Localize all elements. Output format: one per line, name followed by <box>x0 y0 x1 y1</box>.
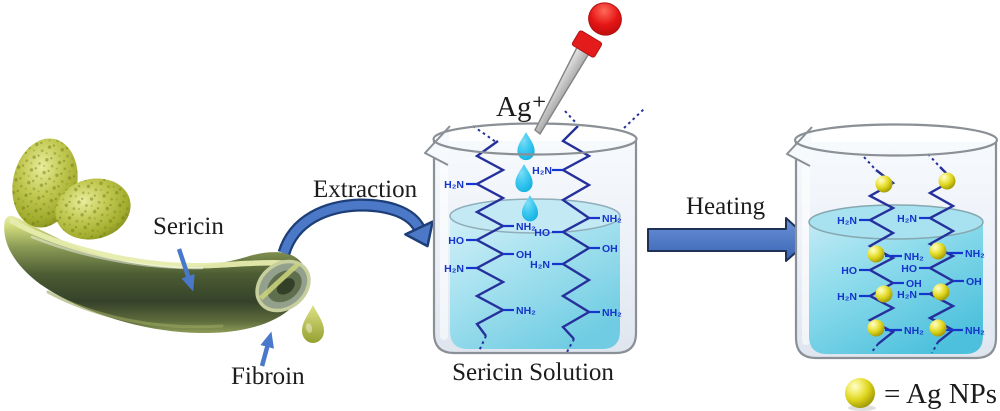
chain-dash-bottom <box>870 343 879 354</box>
heating-label: Heating <box>686 193 766 220</box>
fiber-gloss-streak <box>30 235 204 270</box>
amine-group-label: NH₂ <box>602 307 622 319</box>
chain-dash-top <box>472 125 497 143</box>
hydroxyl-group-label: OH <box>516 249 532 261</box>
beaker1-caption: Sericin Solution <box>452 359 614 386</box>
amine-group-label: NH₂ <box>965 325 985 337</box>
beaker2-glass-highlight <box>802 165 810 345</box>
chain-dash-bottom <box>478 335 487 352</box>
amine-group-label: NH₂ <box>516 305 536 317</box>
hydroxyl-group-label: HO <box>448 235 464 247</box>
extraction-step: Extraction <box>277 176 434 256</box>
ag-np-sphere <box>938 172 956 190</box>
amine-group-label: H₂N <box>897 213 917 225</box>
fiber-bottom-sheen <box>46 290 224 329</box>
heating-arrow <box>647 217 811 262</box>
ag-np-sphere <box>875 285 893 303</box>
sericin-label: Sericin <box>153 213 224 240</box>
silver-droplet-1 <box>517 132 535 161</box>
fibroin-label: Fibroin <box>231 363 305 390</box>
cocoon-2-texture <box>55 178 131 240</box>
hydroxyl-group-label: HO <box>901 263 917 275</box>
beaker2-rim <box>793 123 999 157</box>
amine-group-label: NH₂ <box>965 248 985 260</box>
chain-continuation-dots <box>623 108 645 129</box>
extraction-label: Extraction <box>313 176 418 203</box>
amine-group-label: H₂N <box>444 179 464 191</box>
legend-ag-np-sphere <box>845 378 875 408</box>
hydroxyl-group-label: OH <box>602 243 618 255</box>
chain-zigzag <box>867 169 896 345</box>
amine-group-label: H₂N <box>837 291 857 303</box>
beaker2-spout <box>786 126 813 167</box>
fibroin-arrow <box>259 331 274 367</box>
amine-group-label: H₂N <box>530 259 550 271</box>
dropper: Ag⁺ <box>496 2 622 135</box>
ag-np-sphere <box>929 242 947 260</box>
hydroxyl-group-label: HO <box>841 265 857 277</box>
sericin-arrow <box>176 248 195 292</box>
chain-dash-top <box>564 110 578 125</box>
polymer-chain-right: H₂N NH₂ HO OH H₂N NH₂ <box>530 110 622 353</box>
chain-dash-bottom <box>931 341 939 354</box>
dropper-collar <box>571 30 603 58</box>
polymer-chain-right: H₂N NH₂ HO OH H₂N NH₂ <box>897 153 985 354</box>
ag-np-sphere <box>929 319 947 337</box>
ag-np-sphere <box>875 175 893 193</box>
amine-group-label: H₂N <box>444 263 464 275</box>
hydroxyl-group-label: OH <box>966 276 982 288</box>
ag-np-sphere <box>867 245 885 263</box>
amine-group-label: H₂N <box>897 289 917 301</box>
polymer-chain-left: H₂N NH₂ HO OH H₂N NH₂ <box>837 156 924 354</box>
fiber-cross-section-stripe <box>259 262 300 301</box>
dropper-bulb <box>588 2 622 36</box>
chain-dash-top <box>927 153 940 167</box>
silk-fiber-illustration: Sericin Fibroin <box>4 138 324 390</box>
amine-group-label: H₂N <box>837 215 857 227</box>
ag-np-sphere <box>867 319 885 337</box>
chain-dash-bottom <box>566 338 575 353</box>
silk-drop <box>302 305 324 343</box>
beaker1-rim <box>432 122 638 156</box>
beaker-ag-nanoparticles: H₂N NH₂ HO OH H₂N NH₂ H₂N NH₂ HO OH <box>786 123 999 360</box>
beaker2-glass-wall <box>794 142 998 360</box>
amine-group-label: NH₂ <box>904 251 924 263</box>
silk-drop-highlight <box>305 323 313 333</box>
beaker2-solution <box>809 222 983 354</box>
extraction-arrowhead <box>404 220 434 248</box>
sericin-coating-highlight <box>9 218 287 269</box>
chain-zigzag <box>927 166 956 343</box>
polymer-chain-left: H₂N NH₂ HO OH H₂N NH₂ <box>444 125 536 352</box>
silk-fiber-body <box>4 215 307 334</box>
beaker2-solution-surface <box>808 204 984 240</box>
beaker1-glass-highlight <box>440 162 448 340</box>
extraction-arrow <box>277 198 434 256</box>
amine-group-label: NH₂ <box>602 213 622 225</box>
fiber-cross-section <box>255 259 311 313</box>
hydroxyl-group-label: HO <box>534 227 550 239</box>
hydroxyl-group-label: OH <box>906 278 922 290</box>
chain-dash-top <box>863 156 876 170</box>
legend-label: = Ag NPs <box>884 378 997 410</box>
heating-step: Heating <box>647 193 811 262</box>
beaker1-spout <box>424 125 451 166</box>
amine-group-label: H₂N <box>532 165 552 177</box>
silver-ion-label: Ag⁺ <box>496 91 547 123</box>
amine-group-label: NH₂ <box>516 221 536 233</box>
amine-group-label: NH₂ <box>904 325 924 337</box>
legend-ag-nps: = Ag NPs <box>845 378 997 411</box>
beaker1-glass-wall <box>432 141 638 355</box>
beaker-sericin-solution: H₂N NH₂ HO OH H₂N NH₂ H₂N NH₂ HO OH H₂N … <box>424 108 645 386</box>
ag-np-sphere <box>932 283 950 301</box>
